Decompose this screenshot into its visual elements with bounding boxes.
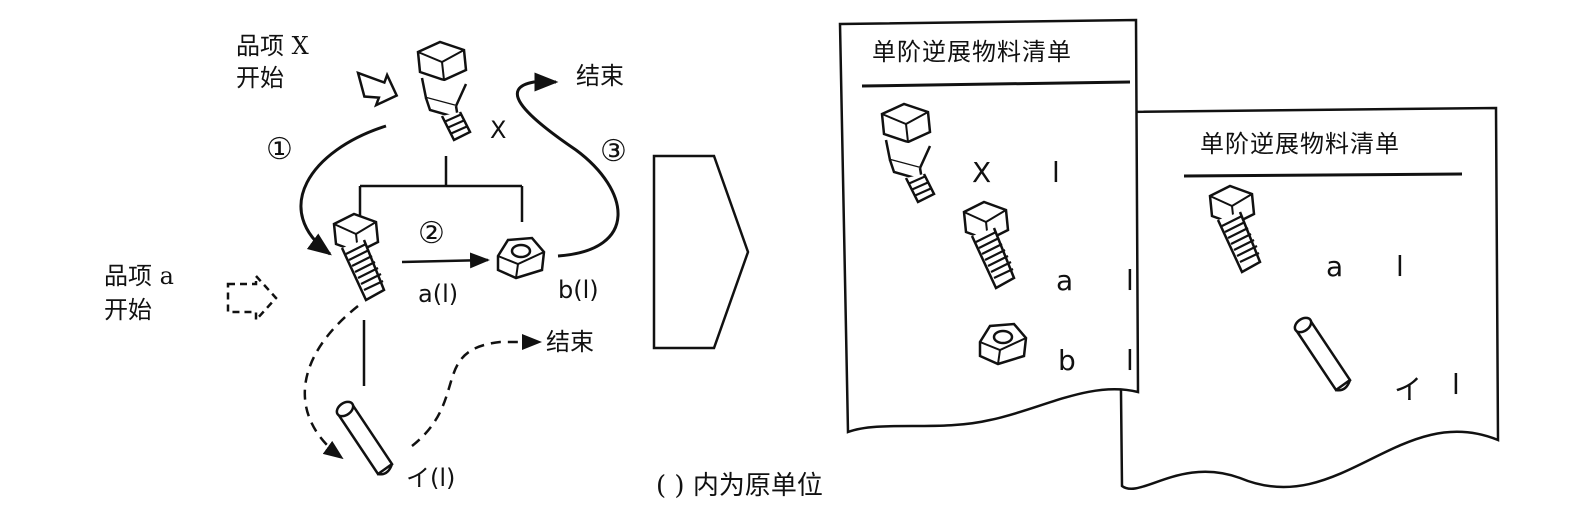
start-arrow-a-dashed: [226, 272, 278, 324]
sheet2-row2-code: イ: [1394, 373, 1423, 406]
sheet2-row1-qty: l: [1396, 250, 1404, 283]
nut-b-icon: [496, 236, 546, 280]
pin-i-icon: [332, 397, 394, 476]
sheet1-row2-code: a: [1056, 264, 1074, 297]
flow-dashed-end: [411, 334, 542, 447]
item-x-start-label: 开始: [236, 64, 284, 92]
sheet1-nut-b-icon: [978, 322, 1028, 366]
sheet2-row2-qty: l: [1452, 368, 1460, 401]
part-a-label: a(l): [418, 280, 459, 308]
item-a-label: 品项 a: [104, 262, 174, 290]
footnote: ( ) 内为原单位: [656, 471, 823, 501]
part-x-label: X: [490, 116, 507, 144]
start-arrow-x: [356, 70, 399, 108]
bom-sheet-2: [1116, 106, 1500, 491]
sheet1-row3-code: b: [1058, 344, 1076, 377]
step-2-marker: ②: [418, 216, 445, 251]
part-i-label: イ(l): [406, 464, 456, 492]
assembly-x-icon: [416, 40, 472, 142]
sheet1-row3-qty: l: [1126, 344, 1134, 377]
bom-tree-lines: [358, 156, 524, 386]
flow-arrow-3: [515, 72, 620, 258]
bolt-a-icon: [332, 212, 386, 302]
sheet2-title: 单阶逆展物料清单: [1200, 130, 1400, 158]
end-label-mid: 结束: [546, 328, 594, 356]
flow-arrow-1: [299, 124, 387, 256]
part-b-label: b(l): [558, 276, 599, 304]
flow-dashed-down: [303, 305, 359, 460]
sheet2-row1-code: a: [1326, 250, 1344, 283]
end-label-top: 结束: [576, 62, 624, 90]
step-3-marker: ③: [600, 134, 627, 169]
sheet1-row1-code: X: [972, 156, 992, 189]
flow-arrow-2: [401, 252, 490, 269]
item-x-label: 品项 X: [236, 32, 309, 60]
sheet1-row1-qty: l: [1052, 156, 1060, 189]
item-a-start-label: 开始: [104, 296, 152, 324]
conversion-arrow: [652, 154, 750, 350]
sheet1-row2-qty: l: [1126, 264, 1134, 297]
sheet1-title: 单阶逆展物料清单: [872, 38, 1072, 66]
step-1-marker: ①: [266, 132, 293, 167]
